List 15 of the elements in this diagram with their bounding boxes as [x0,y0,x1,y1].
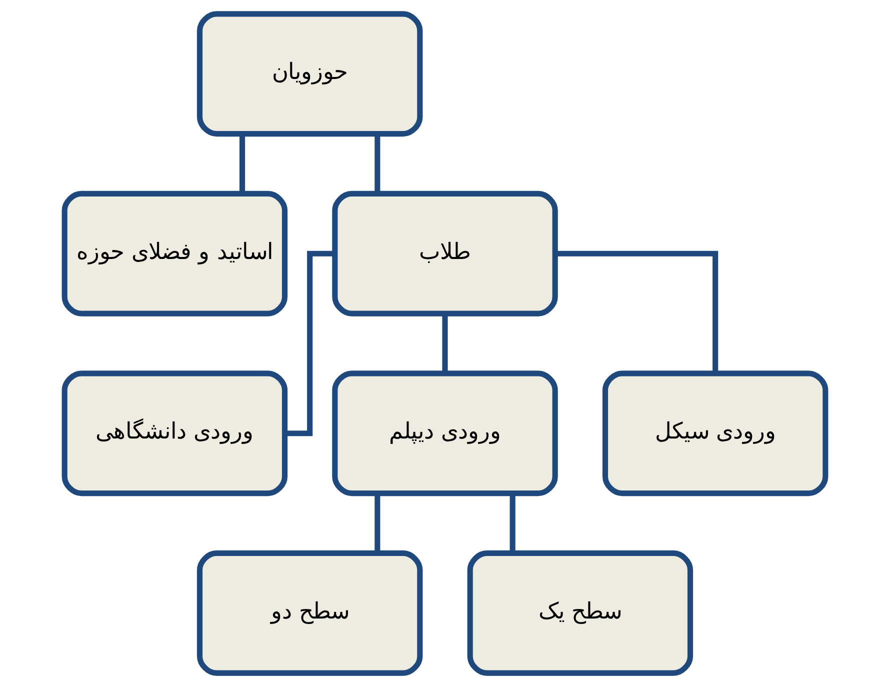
node-box: سطح دو [196,550,423,676]
node-box: طلاب [332,190,558,316]
node-box: ورودی دیپلم [332,370,558,496]
node-box: حوزویان [196,11,423,137]
connector [510,494,516,553]
connector [442,314,448,373]
connector [239,134,246,194]
connector [555,250,718,374]
connector [285,250,335,436]
node-box: ورودی سیکل [602,370,828,496]
connector [374,134,380,194]
node-box: اساتید و فضلای حوزه [62,190,288,316]
connector [374,494,380,553]
node-box: سطح یک [467,550,694,676]
node-box: ورودی دانشگاهی [62,370,288,496]
